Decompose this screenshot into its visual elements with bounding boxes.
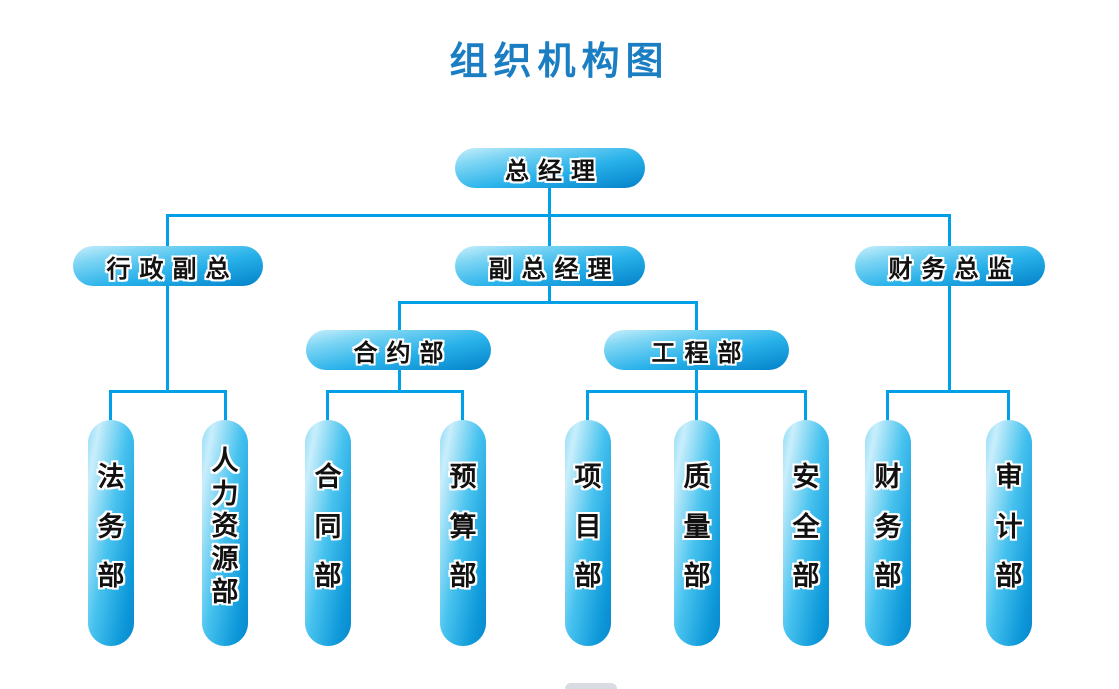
dept-name-char: 部 — [683, 560, 711, 592]
connector-line — [586, 390, 589, 422]
dept-name-char: 人 — [211, 445, 239, 477]
connector-line — [166, 214, 951, 217]
connector-line — [695, 301, 698, 332]
connector-line — [548, 286, 551, 304]
connector-line — [398, 301, 401, 332]
connector-line — [326, 390, 464, 393]
connector-line — [948, 214, 951, 248]
connector-line — [548, 188, 551, 216]
node-audit-dept: 审计部 — [986, 420, 1032, 646]
dept-name-char: 合 — [314, 462, 342, 494]
dept-name-char: 质 — [683, 462, 711, 494]
dept-name-char: 审 — [995, 462, 1023, 494]
connector-line — [398, 370, 401, 393]
connector-line — [948, 286, 951, 393]
dept-name-char: 目 — [574, 511, 602, 543]
dept-name-char: 部 — [874, 560, 902, 592]
node-deputy-general-manager: 副总经理 — [455, 246, 645, 286]
node-finance-director: 财务总监 — [855, 246, 1045, 286]
partial-gray-shape — [565, 683, 617, 689]
dept-name-char: 部 — [97, 560, 125, 592]
dept-name-char: 部 — [449, 560, 477, 592]
dept-name-char: 安 — [792, 462, 820, 494]
node-quality-dept: 质量部 — [674, 420, 720, 646]
connector-line — [804, 390, 807, 422]
node-engineering-division: 工程部 — [604, 330, 789, 370]
connector-line — [886, 390, 1010, 393]
dept-name-char: 部 — [792, 560, 820, 592]
dept-name-char: 项 — [574, 462, 602, 494]
dept-name-char: 部 — [995, 560, 1023, 592]
dept-name-char: 力 — [211, 478, 239, 510]
dept-name-char: 法 — [97, 462, 125, 494]
dept-name-char: 计 — [995, 511, 1023, 543]
dept-name-char: 同 — [314, 511, 342, 543]
dept-name-char: 部 — [574, 560, 602, 592]
connector-line — [1007, 390, 1010, 422]
connector-line — [398, 301, 698, 304]
dept-name-char: 部 — [211, 577, 239, 609]
node-legal-dept: 法务部 — [88, 420, 134, 646]
connector-line — [166, 286, 169, 393]
connector-line — [326, 390, 329, 422]
node-admin-deputy: 行政副总 — [73, 246, 263, 286]
dept-name-char: 算 — [449, 511, 477, 543]
connector-line — [166, 214, 169, 248]
dept-name-char: 财 — [874, 462, 902, 494]
node-general-manager: 总经理 — [455, 148, 645, 188]
node-safety-dept: 安全部 — [783, 420, 829, 646]
dept-name-char: 量 — [683, 511, 711, 543]
connector-line — [886, 390, 889, 422]
node-project-dept: 项目部 — [565, 420, 611, 646]
dept-name-char: 务 — [97, 511, 125, 543]
dept-name-char: 务 — [874, 511, 902, 543]
node-contract-dept: 合同部 — [305, 420, 351, 646]
connector-line — [695, 370, 698, 393]
connector-line — [695, 390, 698, 422]
node-hr-dept: 人力资源部 — [202, 420, 248, 646]
dept-name-char: 部 — [314, 560, 342, 592]
dept-name-char: 资 — [211, 511, 239, 543]
connector-line — [548, 214, 551, 248]
connector-line — [461, 390, 464, 422]
dept-name-char: 预 — [449, 462, 477, 494]
connector-line — [109, 390, 112, 422]
node-finance-dept: 财务部 — [865, 420, 911, 646]
node-contract-division: 合约部 — [306, 330, 491, 370]
connector-line — [224, 390, 227, 422]
node-budget-dept: 预算部 — [440, 420, 486, 646]
connector-line — [109, 390, 227, 393]
dept-name-char: 全 — [792, 511, 820, 543]
page-title: 组织机构图 — [449, 39, 670, 83]
dept-name-char: 源 — [211, 544, 239, 576]
